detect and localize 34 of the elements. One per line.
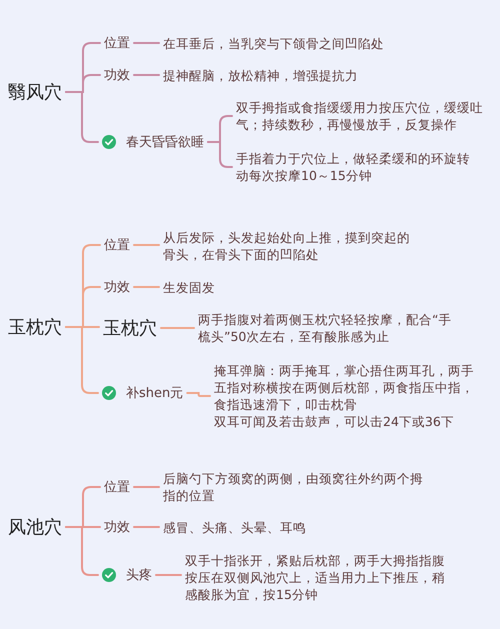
topic-label: 风池穴 bbox=[8, 516, 62, 539]
description-text: 在耳垂后，当乳突与下颌骨之间凹陷处 bbox=[163, 34, 385, 52]
branch-label: 补shen元 bbox=[126, 385, 184, 402]
description-text: 两手指腹对着两侧玉枕穴轻轻按摩，配合“手梳头”50次左右，至有酸胀感为止 bbox=[198, 311, 452, 345]
connector-line bbox=[133, 244, 160, 246]
connector-line bbox=[133, 526, 160, 528]
branch-label: 位置 bbox=[104, 479, 130, 496]
connector-line bbox=[133, 486, 160, 488]
description-text: 感冒、头痛、头晕、耳鸣 bbox=[163, 518, 307, 536]
connector-line bbox=[155, 574, 182, 576]
branch-label: 功效 bbox=[104, 519, 130, 536]
branch-label: 位置 bbox=[104, 237, 130, 254]
connector-line bbox=[133, 42, 160, 44]
description-text: 掩耳弹脑：两手掩耳，掌心捂住两耳孔，两手五指对称横按在两侧后枕部，两食指压中指，食指迅速滑下，叩击枕骨 bbox=[214, 362, 475, 413]
branch-label: 头疼 bbox=[126, 567, 152, 584]
description-text: 从后发际，头发起始处向上推，摸到突起的骨头，在骨头下面的凹陷处 bbox=[163, 229, 411, 263]
branch-label: 功效 bbox=[104, 279, 130, 296]
connector-line bbox=[133, 286, 160, 288]
description-text: 生发固发 bbox=[163, 278, 216, 296]
branch-label: 功效 bbox=[104, 67, 130, 84]
connector-line bbox=[160, 327, 195, 329]
branch-label: 位置 bbox=[104, 35, 130, 52]
description-text: 后脑勺下方颈窝的两侧，由颈窝往外约两个拇指的位置 bbox=[163, 470, 424, 504]
topic-label: 玉枕穴 bbox=[103, 317, 157, 340]
description-text: 双手拇指或食指缓缓用力按压穴位，缓缓吐气；持续数秒，再慢慢放手，反复操作 bbox=[236, 99, 484, 133]
topic-label: 玉枕穴 bbox=[8, 316, 62, 339]
branch-label: 春天昏昏欲睡 bbox=[126, 134, 204, 151]
description-text: 提神醒脑，放松精神，增强提抗力 bbox=[163, 66, 359, 84]
description-text: 双手十指张开，紧贴后枕部，两手大拇指指腹按压在双侧风池穴上，适当用力上下推压，稍感酸胀为宜，按15分钟 bbox=[185, 552, 446, 602]
description-text: 双耳可闻及若击鼓声，可以击24下或36下 bbox=[214, 413, 455, 430]
connector-line bbox=[133, 74, 160, 76]
description-text: 手指着力于穴位上，做轻柔缓和的环旋转动每次按摩10～15分钟 bbox=[236, 150, 471, 184]
connector-line bbox=[186, 392, 211, 397]
topic-label: 翳风穴 bbox=[8, 81, 62, 104]
